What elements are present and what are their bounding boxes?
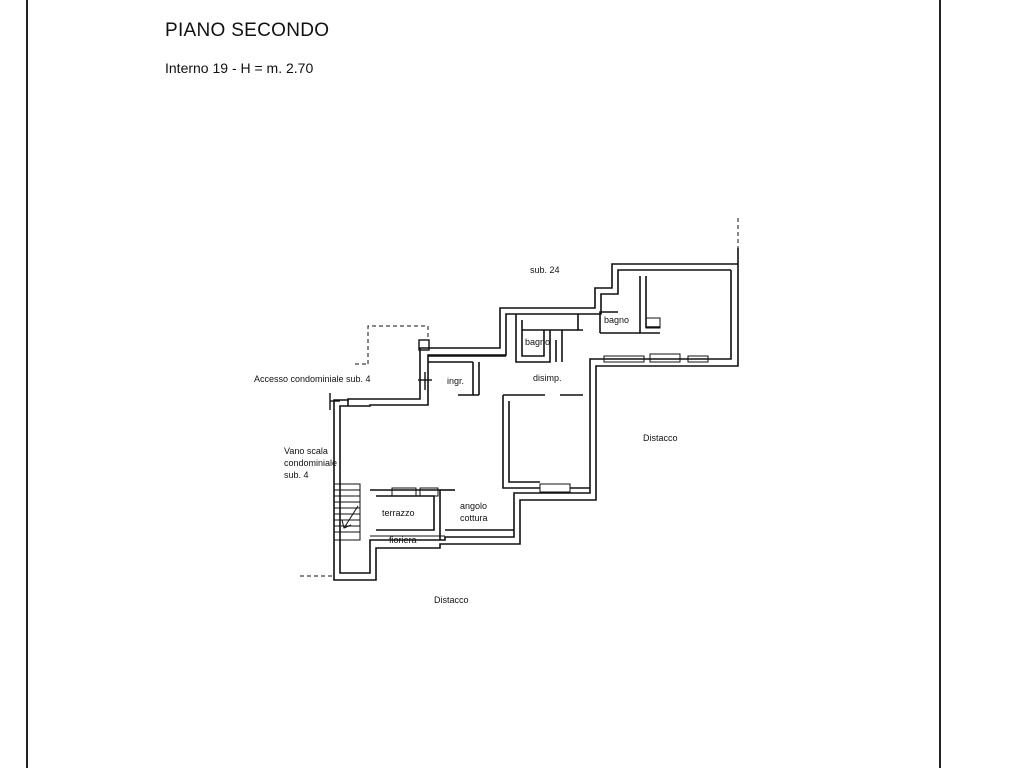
- outer-wall-inner-line: [339, 269, 732, 574]
- label-angolo: angolo: [460, 501, 487, 511]
- staircase: [333, 483, 361, 541]
- wall-bedroom-left: [502, 395, 540, 489]
- outer-wall-outer-line: [333, 248, 739, 581]
- dashed-balcony: [367, 325, 429, 364]
- label-terrazzo: terrazzo: [382, 508, 415, 518]
- wall-bath-top-left: [599, 311, 618, 333]
- outer-walls: [333, 248, 739, 581]
- wall-bath-top-right: [639, 276, 660, 334]
- window-right-2: [649, 353, 681, 363]
- label-accesso: Accesso condominiale sub. 4: [254, 374, 371, 384]
- label-cottura: cottura: [460, 513, 488, 523]
- window-bath-top: [645, 317, 661, 329]
- wall-bath-top: [577, 314, 583, 331]
- label-bagno-top: bagno: [604, 315, 629, 325]
- markers: [329, 339, 432, 410]
- page-subtitle: Interno 19 - H = m. 2.70: [165, 60, 314, 76]
- dashed-lines: [300, 218, 739, 577]
- window-right-1: [603, 355, 645, 363]
- label-distacco-bottom: Distacco: [434, 595, 469, 605]
- label-distacco-right: Distacco: [643, 433, 678, 443]
- stair-arrow-head: [341, 519, 352, 529]
- wall-bath-top-right-inner: [645, 276, 660, 328]
- label-ingr: ingr.: [447, 376, 464, 386]
- windows: [370, 317, 709, 537]
- label-vano-scala-3: sub. 4: [284, 470, 309, 480]
- label-fioriera: fioriera: [389, 535, 417, 545]
- stair-outline: [333, 483, 361, 541]
- sheet-border-right: [939, 0, 941, 768]
- window-right-3: [687, 355, 709, 363]
- wall-bath-left-inner: [521, 320, 545, 357]
- label-vano-scala-1: Vano scala: [284, 446, 328, 456]
- marker-balcony-post: [418, 339, 430, 351]
- window-terrace-1: [391, 487, 417, 497]
- label-vano-scala-2: condominiale: [284, 458, 337, 468]
- label-sub24: sub. 24: [530, 265, 560, 275]
- wall-bedroom-left-inner: [508, 401, 540, 483]
- interior-walls: [347, 276, 660, 540]
- stair-arrow-line: [343, 505, 359, 529]
- window-terrace-2: [419, 487, 439, 497]
- window-bedroom: [539, 483, 571, 493]
- page-title: PIANO SECONDO: [165, 20, 330, 41]
- label-disimp: disimp.: [533, 373, 562, 383]
- sheet-border-left: [26, 0, 28, 768]
- wall-bath-left: [515, 314, 551, 363]
- label-bagno-left: bagno: [525, 337, 550, 347]
